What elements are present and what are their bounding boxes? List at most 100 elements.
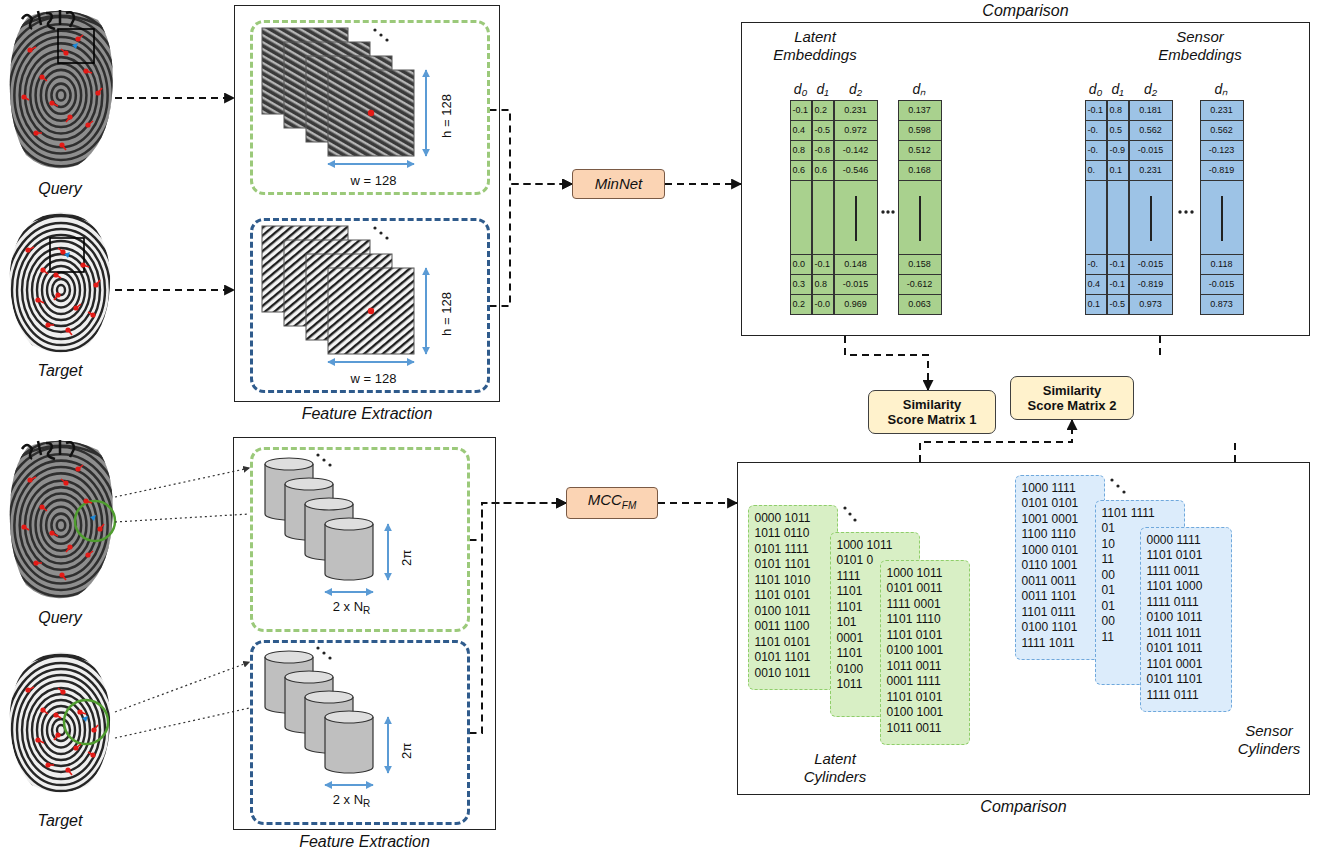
binary-row: 1111 1011: [1022, 636, 1098, 652]
connector: [490, 184, 573, 306]
binary-row: 0010 1011: [755, 666, 831, 682]
dimension-name: dₙ: [1195, 81, 1249, 98]
illustration-part: [322, 458, 325, 461]
binary-row: 0101 1101: [755, 557, 831, 573]
similarity-box: Similarity Score Matrix 2: [1010, 376, 1134, 420]
embedding-value: 0.231: [835, 101, 877, 121]
illustration-part: [21, 466, 102, 577]
cylinder-code-card: 1000 11110101 01011001 00011100 11101000…: [1015, 475, 1105, 660]
dimension-name: d₁: [1102, 81, 1134, 98]
illustration-part: [64, 700, 108, 744]
illustration-part: [843, 506, 846, 509]
network-name-subscript: FM: [622, 500, 636, 511]
binary-row: 1101 1010: [755, 573, 831, 589]
embedding-value: 0.137: [899, 101, 941, 121]
binary-row: 1011 0011: [887, 659, 963, 675]
illustration-part: [322, 651, 325, 654]
cell-stack: 0.148-0.0150.969: [835, 254, 877, 314]
binary-row: 1101 1110: [887, 612, 963, 628]
comparison-box: Comparison0000 10111011 01100101 1111010…: [737, 462, 1310, 795]
cell-stack: 0.1810.562-0.0150.231: [1130, 101, 1172, 181]
embedding-value: -0.9: [1108, 141, 1128, 161]
illustration-part: [8, 5, 114, 175]
embedding-value: 0.063: [899, 294, 941, 314]
binary-row: 0100 1011: [1147, 610, 1225, 626]
embedding-value: -0.0: [813, 294, 833, 314]
connector: [470, 503, 567, 540]
embedding-value: 0.168: [899, 161, 941, 181]
group-label: Sensor Embeddings: [1150, 28, 1250, 64]
connector: [115, 662, 250, 738]
embedding-value: -0.1: [1108, 254, 1128, 274]
embedding-value: -0.142: [835, 141, 877, 161]
illustration-part: [425, 70, 427, 156]
embedding-value: 0.873: [1201, 294, 1243, 314]
binary-row: 1101 0101: [755, 635, 831, 651]
binary-row: 1100 1110: [1022, 527, 1098, 543]
embedding-column: d₂0.1810.562-0.0150.231-0.015-0.8190.973: [1129, 100, 1173, 315]
similarity-label: Similarity Score Matrix 1: [885, 397, 979, 427]
binary-row: 0101 0011: [887, 581, 963, 597]
illustration-part: [316, 646, 331, 659]
embedding-column: dₙ0.2310.562-0.123-0.8190.118-0.0150.873: [1200, 100, 1244, 315]
embedding-value: -0.123: [1201, 141, 1243, 161]
fingerprint-image: Target: [5, 207, 115, 380]
embedding-value: 0.3: [791, 274, 811, 294]
embedding-value: -0.1: [1086, 101, 1106, 121]
dimension-text: 2 x N: [333, 792, 363, 807]
illustration-part: [1122, 490, 1125, 493]
network-box: MinNet: [572, 169, 665, 199]
embedding-value: 0.1: [1086, 294, 1106, 314]
cell-stack: 0.2310.562-0.123-0.819: [1201, 101, 1243, 181]
binary-row: 1001 0001: [1022, 512, 1098, 528]
illustration-part: [387, 717, 389, 773]
illustration-part: [82, 716, 88, 722]
illustration-part: [379, 33, 382, 36]
embedding-value: 0.4: [791, 121, 811, 141]
binary-row: 0100 1101: [1022, 620, 1098, 636]
embedding-value: -0.1: [1108, 274, 1128, 294]
sensor-fingerprint: [0, 198, 135, 382]
illustration-part: [385, 236, 388, 239]
connector: [470, 503, 567, 733]
latent-fingerprint: [0, 428, 139, 623]
illustration-part: [325, 591, 373, 593]
illustration-part: [325, 784, 373, 786]
illustration-part: [8, 5, 114, 175]
embedding-value: 0.562: [1201, 121, 1243, 141]
illustration-part: [0, 0, 139, 193]
box-caption: Comparison: [742, 2, 1309, 20]
feature-extraction-box: Feature Extraction2π2 x NR2π2 x NR: [233, 437, 496, 830]
binary-row: 1101 0001: [1147, 657, 1225, 673]
network-name: MCCFM: [588, 491, 637, 515]
dimension-name: dₙ: [893, 81, 947, 98]
embedding-value: -0.015: [1201, 274, 1243, 294]
cylinder-code-card: 0000 10111011 01100101 11110101 11011101…: [748, 505, 838, 690]
similarity-box: Similarity Score Matrix 1: [868, 390, 996, 434]
illustration-part: [50, 238, 84, 272]
illustration-part: [21, 36, 100, 147]
binary-row: 1000 1011: [887, 566, 963, 582]
binary-row: 1000 1111: [1022, 481, 1098, 497]
illustration-part: [368, 308, 374, 314]
embedding-column: d₁0.2-0.5-0.80.6-0.10.8-0.0: [812, 100, 834, 315]
illustration-part: [891, 210, 894, 213]
embedding-value: -0.819: [1130, 274, 1172, 294]
box-caption: Feature Extraction: [235, 405, 499, 423]
embedding-value: -0.5: [813, 121, 833, 141]
binary-row: 0011 1101: [1022, 589, 1098, 605]
embedding-value: 0.512: [899, 141, 941, 161]
illustration-part: [0, 638, 135, 822]
binary-row: 0101 0101: [1022, 496, 1098, 512]
cylinder-code-card: 0000 11111101 01011111 00111101 10001111…: [1140, 527, 1232, 712]
illustration-part: [75, 501, 115, 541]
illustration-part: [853, 518, 856, 521]
illustration-part: [22, 10, 74, 29]
embedding-value: 0.8: [1108, 101, 1128, 121]
cylinder-group: 2π2 x NR: [250, 640, 470, 825]
illustration-part: [1110, 478, 1113, 481]
dimension-name: d₀: [1080, 81, 1112, 98]
network-box: MCCFM: [566, 487, 658, 519]
similarity-label: Similarity Score Matrix 2: [1025, 383, 1119, 413]
sensor-fingerprint: [0, 638, 135, 822]
